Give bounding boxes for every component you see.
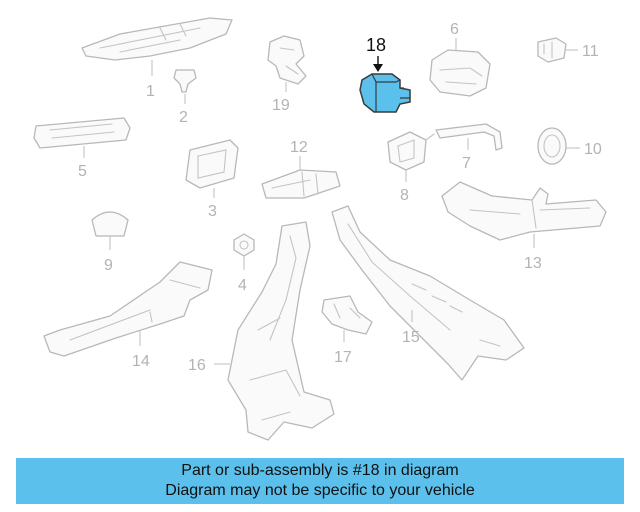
part-8: 8 bbox=[387, 131, 435, 204]
part-2: 2 bbox=[173, 69, 197, 126]
part-4: 4 bbox=[233, 233, 255, 294]
callout-2: 2 bbox=[179, 109, 188, 126]
part-5: 5 bbox=[33, 117, 131, 180]
callout-6: 6 bbox=[450, 21, 459, 38]
callout-15: 15 bbox=[402, 329, 420, 346]
part-18-highlighted: 18 bbox=[359, 35, 411, 113]
callout-18: 18 bbox=[366, 35, 386, 55]
part-7: 7 bbox=[435, 123, 503, 172]
callout-12: 12 bbox=[290, 139, 308, 156]
callout-8: 8 bbox=[400, 187, 409, 204]
callout-11: 11 bbox=[582, 43, 599, 60]
part-1: 1 bbox=[81, 17, 233, 100]
parts-diagram: 1 2 19 18 6 11 5 bbox=[33, 17, 607, 441]
part-11: 11 bbox=[537, 37, 599, 63]
callout-13: 13 bbox=[524, 255, 542, 272]
part-13: 13 bbox=[441, 181, 607, 272]
part-10: 10 bbox=[537, 127, 602, 165]
part-6: 6 bbox=[429, 21, 491, 97]
callout-16: 16 bbox=[188, 357, 206, 374]
callout-9: 9 bbox=[104, 257, 113, 274]
callout-14: 14 bbox=[132, 353, 150, 370]
callout-7: 7 bbox=[462, 155, 471, 172]
callout-10: 10 bbox=[584, 141, 602, 158]
callout-1: 1 bbox=[146, 83, 155, 100]
banner-line-2: Diagram may not be specific to your vehi… bbox=[165, 482, 475, 499]
part-12: 12 bbox=[261, 139, 341, 199]
callout-3: 3 bbox=[208, 203, 217, 220]
part-15: 15 bbox=[331, 205, 525, 381]
callout-5: 5 bbox=[78, 163, 87, 180]
callout-17: 17 bbox=[334, 349, 352, 366]
callout-19: 19 bbox=[272, 97, 290, 114]
callout-4: 4 bbox=[238, 277, 247, 294]
part-16: 16 bbox=[188, 221, 335, 441]
part-19: 19 bbox=[267, 35, 307, 114]
part-3: 3 bbox=[185, 139, 239, 220]
banner-line-1: Part or sub-assembly is #18 in diagram bbox=[181, 462, 459, 479]
info-banner: Part or sub-assembly is #18 in diagram D… bbox=[16, 458, 624, 504]
part-17: 17 bbox=[321, 295, 373, 366]
part-9: 9 bbox=[91, 211, 129, 274]
part-14: 14 bbox=[43, 261, 213, 370]
